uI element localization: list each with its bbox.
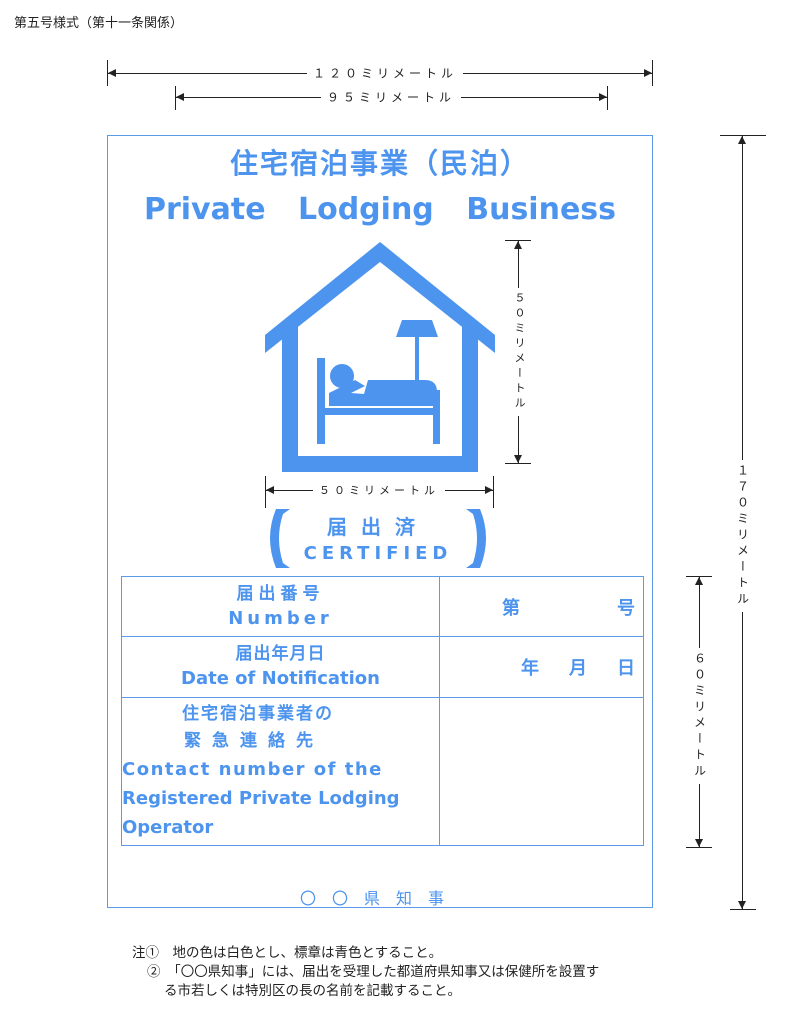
dim-logo-w-arrow-right: [485, 486, 493, 494]
notes: 注① 地の色は白色とし、標章は青色とすること。 ② 「〇〇県知事」には、届出を受…: [132, 944, 599, 1001]
dim-logo-w-arrow-left: [266, 486, 274, 494]
certified-bracket: [270, 509, 486, 568]
value-date-day: 日: [617, 658, 635, 679]
dim-95-arrow-left: [176, 93, 184, 101]
label-date-jp: 届出年月日: [235, 644, 326, 664]
house-with-person-in-bed-icon: [265, 242, 495, 472]
dim-170-tick-bottom: [730, 909, 756, 910]
dim-95-arrow-right: [599, 93, 607, 101]
dim-120-arrow-left: [108, 69, 116, 77]
certified-jp: 届出済: [327, 515, 429, 539]
dim-60-tick-top: [686, 576, 712, 577]
table-row-contact: 住宅宿泊事業者の 緊急連絡先 Contact number of the Reg…: [121, 697, 644, 846]
dim-60-tick-bottom: [686, 847, 712, 848]
dim-120-label: １２０ミリメートル: [306, 64, 464, 82]
info-table: 届出番号 Number 第 号 届出年月日 Date of Notificati…: [121, 576, 644, 846]
sign-title-jp: 住宅宿泊事業（民泊）: [229, 147, 530, 180]
dim-60-arrow-bottom: [695, 839, 703, 847]
dim-logo-w-label: ５０ミリメートル: [313, 482, 445, 498]
value-date-month: 月: [569, 658, 587, 679]
note-3: る市若しくは特別区の長の名前を記載すること。: [164, 983, 461, 999]
certified-en: CERTIFIED: [303, 543, 453, 564]
dim-170-tick-top: [720, 135, 766, 136]
label-contact-jp-1: 住宅宿泊事業者の: [182, 704, 334, 724]
dim-logo-w-tick-left: [265, 476, 266, 508]
dim-logo-h-arrow-top: [514, 241, 522, 249]
label-number-jp: 届出番号: [236, 583, 325, 604]
label-date: 届出年月日 Date of Notification: [121, 636, 440, 698]
value-number-prefix: 第: [502, 597, 520, 619]
dim-60-arrow-top: [695, 577, 703, 585]
dim-95-label: ９５ミリメートル: [320, 88, 462, 106]
table-row-number: 届出番号 Number 第 号: [121, 576, 644, 637]
dim-95-tick-right: [607, 86, 608, 110]
note-2: ② 「〇〇県知事」には、届出を受理した都道府県知事又は保健所を設置す: [147, 964, 600, 980]
sign-title-en: Private Lodging Business: [143, 192, 616, 227]
dim-logo-h-tick-bottom: [505, 463, 531, 464]
dim-logo-w-tick-right: [493, 476, 494, 508]
value-date-year: 年: [521, 658, 539, 679]
dim-120-tick-right: [652, 60, 653, 86]
label-contact-jp-2: 緊急連絡先: [184, 731, 324, 751]
value-date: 年 月 日: [439, 636, 644, 698]
form-label: 第五号様式（第十一条関係）: [14, 16, 184, 31]
label-contact-en-3: Operator: [122, 817, 214, 838]
dim-170-arrow-top: [738, 136, 746, 144]
dim-logo-h-label: ５０ミリメートル: [511, 288, 527, 416]
dim-logo-h-arrow-bottom: [514, 455, 522, 463]
table-row-date: 届出年月日 Date of Notification 年 月 日: [121, 636, 644, 698]
label-contact: 住宅宿泊事業者の 緊急連絡先 Contact number of the Reg…: [121, 697, 440, 846]
dim-170-arrow-bottom: [738, 901, 746, 909]
dim-120-arrow-right: [644, 69, 652, 77]
label-number: 届出番号 Number: [121, 576, 440, 637]
dim-170-label: １７０ミリメートル: [734, 460, 752, 612]
label-contact-en-1: Contact number of the: [122, 759, 383, 780]
value-number: 第 号: [439, 576, 644, 637]
dim-120-tick-left: [107, 60, 108, 86]
governor-name: 〇〇県知事: [299, 889, 460, 908]
label-contact-en-2: Registered Private Lodging: [122, 788, 400, 809]
label-date-en: Date of Notification: [181, 668, 380, 689]
value-number-suffix: 号: [617, 597, 635, 619]
dim-95-tick-left: [175, 86, 176, 110]
sign-frame: [107, 135, 653, 908]
label-number-en: Number: [228, 607, 333, 629]
dim-logo-h-tick-top: [505, 240, 531, 241]
dim-60-label: ６０ミリメートル: [691, 648, 709, 784]
value-contact: [439, 697, 644, 846]
note-1: 注① 地の色は白色とし、標章は青色とすること。: [132, 945, 443, 961]
